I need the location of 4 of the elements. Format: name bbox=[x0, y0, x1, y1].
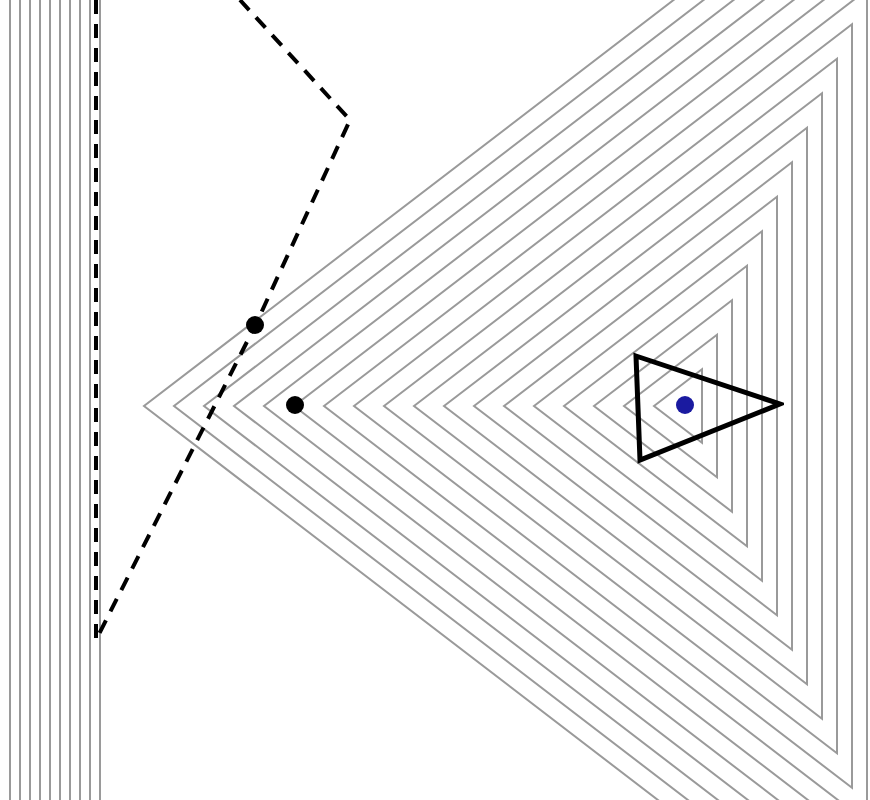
point-marker bbox=[676, 396, 694, 414]
point-marker bbox=[286, 396, 304, 414]
triangle-marker bbox=[632, 352, 784, 464]
point-marker bbox=[246, 316, 264, 334]
